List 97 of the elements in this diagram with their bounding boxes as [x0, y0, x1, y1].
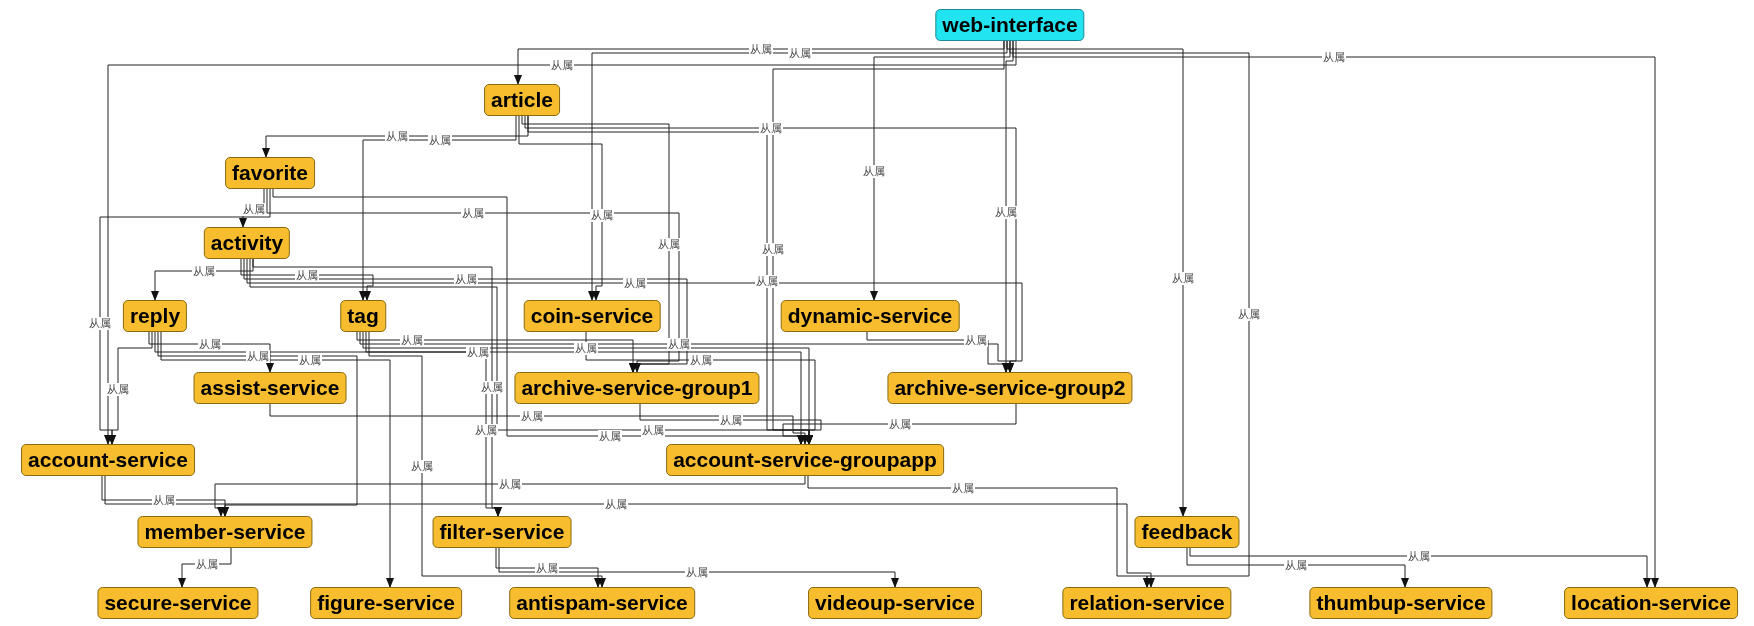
edge-label: 从属	[963, 333, 988, 347]
edge-label: 从属	[1171, 272, 1195, 285]
arrow	[498, 547, 899, 588]
edge-label: 从属	[474, 423, 498, 437]
edge-label: 从属	[887, 417, 912, 431]
service-box: favorite	[225, 157, 315, 189]
service-box: figure-service	[310, 587, 462, 619]
edge-label: 从属	[241, 202, 266, 216]
edge-label: 从属	[787, 46, 812, 60]
edge-label: 从属	[590, 208, 614, 222]
service-box: archive-service-group2	[887, 372, 1133, 404]
service-box: filter-service	[432, 516, 572, 548]
edge-label: 从属	[761, 243, 785, 256]
arrow	[240, 258, 374, 301]
edge-label: 从属	[453, 272, 478, 286]
service-box: account-service-groupapp	[666, 444, 944, 476]
service-box: secure-service	[97, 587, 259, 619]
service-box: location-service	[1564, 587, 1738, 619]
edge-label: 从属	[622, 276, 647, 290]
edge-label: 从属	[385, 129, 409, 143]
arrow	[368, 331, 606, 588]
edge-label: 从属	[197, 337, 222, 351]
arrow	[214, 475, 806, 517]
edge-label: 从属	[950, 481, 975, 495]
edge-label: 从属	[604, 497, 628, 511]
arrow	[866, 331, 1010, 373]
arrow	[807, 475, 1151, 588]
arrow	[108, 331, 153, 445]
edge-label: 从属	[498, 477, 522, 491]
edge-label: 从属	[194, 557, 219, 571]
arrow	[518, 115, 603, 301]
edge-label: 从属	[410, 459, 434, 473]
edge-label: 从属	[400, 333, 425, 347]
edge-label: 从属	[297, 353, 322, 367]
edge-label: 从属	[862, 165, 886, 178]
service-box: videoup-service	[808, 587, 982, 619]
edge-label: 从属	[994, 206, 1018, 219]
service-box: account-service	[21, 444, 195, 476]
service-box: coin-service	[523, 300, 661, 332]
edge-label: 从属	[519, 409, 544, 423]
arrow	[148, 331, 274, 373]
arrow	[359, 115, 517, 301]
arrow	[1189, 547, 1651, 588]
service-box: thumbup-service	[1309, 587, 1493, 619]
service-box: antispam-service	[509, 587, 695, 619]
edge-label: 从属	[295, 268, 319, 282]
edge-label: 从属	[535, 561, 559, 575]
service-box: tag	[340, 300, 386, 332]
edge-label: 从属	[758, 121, 783, 135]
edge-label: 从属	[1322, 50, 1346, 64]
edge-label: 从属	[667, 337, 691, 351]
edge-label: 从属	[685, 565, 709, 579]
arrow	[365, 331, 502, 517]
edge-label: 从属	[88, 317, 112, 330]
service-box: dynamic-service	[780, 300, 960, 332]
service-box: archive-service-group1	[514, 372, 760, 404]
arrow	[639, 403, 822, 445]
arrow	[1186, 547, 1409, 588]
edge-label: 从属	[1284, 558, 1308, 572]
edge-label: 从属	[718, 413, 743, 427]
edge-label: 从属	[245, 349, 270, 363]
edge-label: 从属	[192, 264, 216, 278]
arrow	[1006, 40, 1187, 517]
service-box: activity	[203, 227, 291, 259]
arrow	[104, 475, 1155, 588]
edge-label: 从属	[427, 133, 452, 147]
service-box: assist-service	[193, 372, 347, 404]
service-box: reply	[122, 300, 188, 332]
service-box: feedback	[1134, 516, 1240, 548]
arrow	[359, 331, 1014, 373]
edge-label: 从属	[1237, 308, 1261, 321]
arrow	[160, 331, 394, 588]
arrow	[1012, 40, 1659, 588]
edge-label: 从属	[106, 382, 130, 396]
service-box: article	[484, 84, 560, 116]
edge-label: 从属	[657, 237, 681, 251]
edge-label: 从属	[480, 381, 504, 394]
service-box: member-service	[137, 516, 313, 548]
edge-label: 从属	[1406, 549, 1431, 563]
arrow	[104, 40, 1017, 445]
service-box: web-interface	[935, 9, 1085, 41]
arrow	[269, 403, 809, 445]
arrow	[266, 188, 680, 373]
edge-label: 从属	[749, 42, 773, 56]
edge-label: 从属	[597, 429, 622, 443]
edge-label: 从属	[461, 206, 485, 220]
edge-label: 从属	[688, 353, 713, 367]
edge-label: 从属	[755, 274, 779, 288]
edge-label: 从属	[641, 423, 665, 437]
arrow	[782, 403, 1017, 445]
edge-label: 从属	[151, 493, 176, 507]
arrow	[356, 331, 637, 373]
service-box: relation-service	[1062, 587, 1232, 619]
edge-label: 从属	[466, 345, 490, 359]
edge-label: 从属	[574, 341, 598, 355]
edge-label: 从属	[550, 58, 574, 72]
arrow	[495, 547, 602, 588]
